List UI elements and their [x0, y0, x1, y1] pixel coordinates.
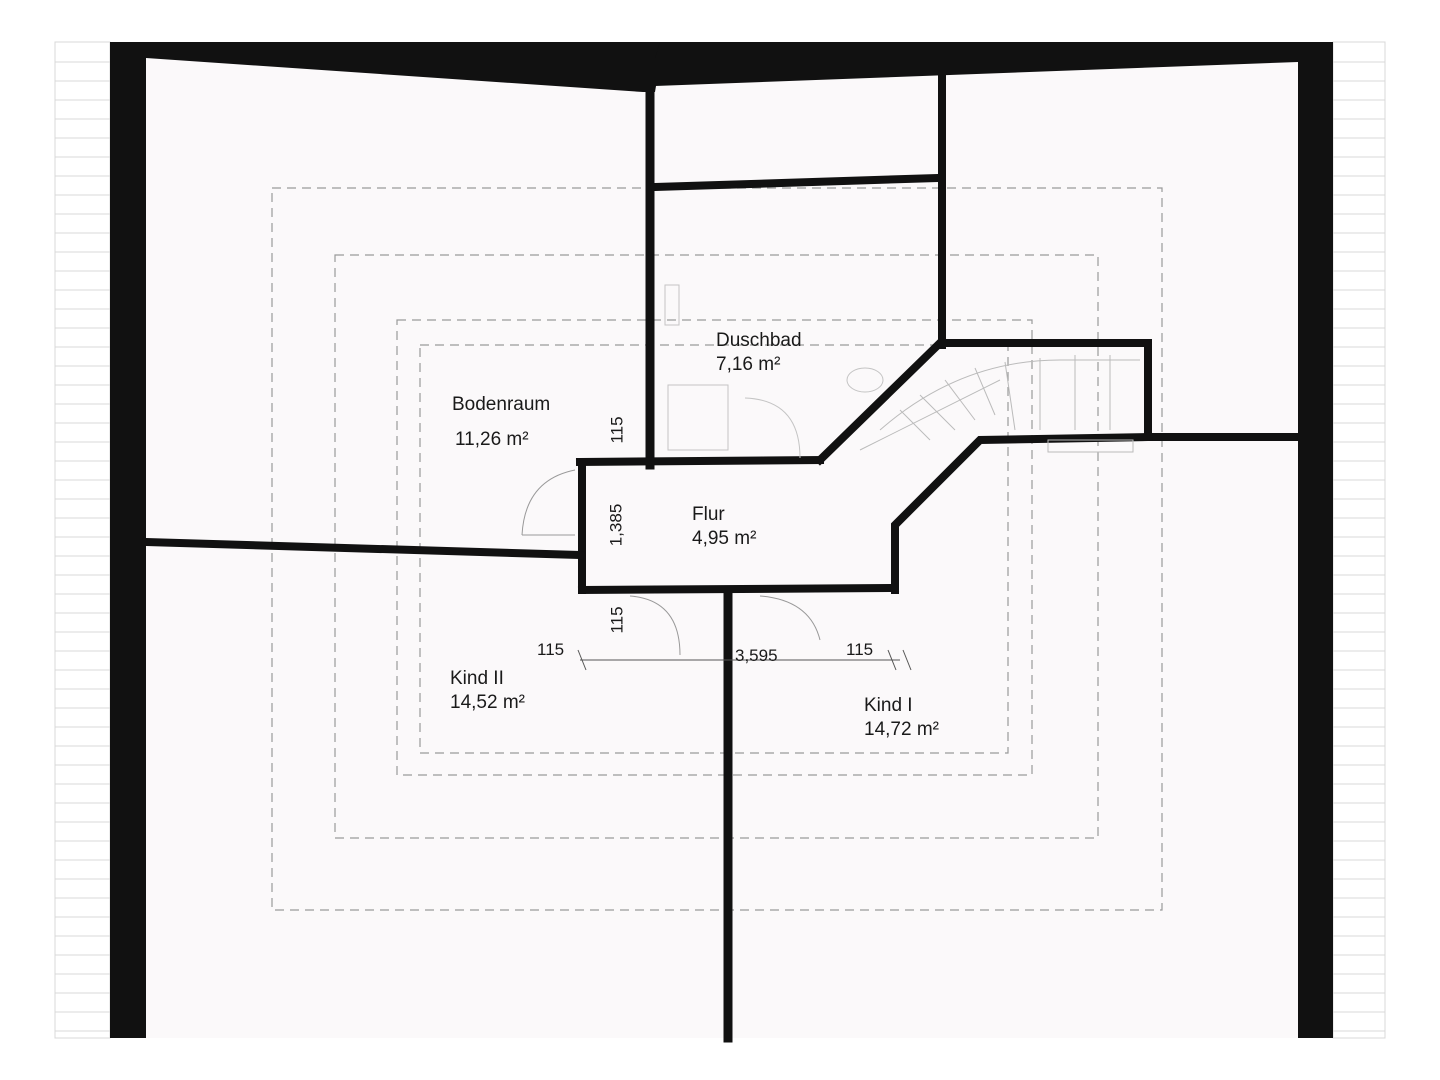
room-label-kind2: Kind II 14,52 m² — [450, 667, 525, 715]
room-name: Kind I — [864, 695, 913, 716]
doors — [521, 469, 821, 656]
dimension-flur-width: 1,385 — [606, 503, 626, 547]
room-area: 4,95 m² — [692, 528, 757, 549]
room-label-flur: Flur 4,95 m² — [692, 503, 756, 551]
room-area-bodenraum: 11,26 m² — [455, 428, 529, 452]
room-name: Bodenraum — [452, 394, 551, 415]
right-brick-hatching — [1332, 41, 1386, 1039]
room-name: Kind II — [450, 668, 504, 689]
room-area: 11,26 m² — [455, 429, 529, 450]
room-area: 7,16 m² — [716, 354, 781, 375]
dimension-wall-top: 115 — [607, 416, 627, 444]
left-brick-hatching — [54, 41, 111, 1039]
room-label-kind1: Kind I 14,72 m² — [864, 694, 939, 742]
dimension-line — [577, 649, 912, 671]
interior-walls — [141, 68, 1302, 1043]
dimension-right-wall: 115 — [846, 640, 874, 659]
room-name: Flur — [692, 504, 725, 525]
room-name: Duschbad — [716, 330, 802, 351]
room-label-bodenraum: Bodenraum — [452, 393, 550, 417]
room-area: 14,72 m² — [864, 719, 939, 740]
dimension-wall-bottom: 115 — [607, 606, 627, 634]
room-area: 14,52 m² — [450, 692, 525, 713]
bathroom-fixtures — [664, 284, 884, 459]
dimension-left-wall: 115 — [537, 640, 565, 659]
dimension-span: 3,595 — [735, 646, 778, 665]
plan-paper — [110, 42, 1333, 1038]
room-label-duschbad: Duschbad 7,16 m² — [716, 329, 802, 377]
staircase — [859, 355, 1140, 453]
outer-walls — [110, 42, 1333, 1038]
